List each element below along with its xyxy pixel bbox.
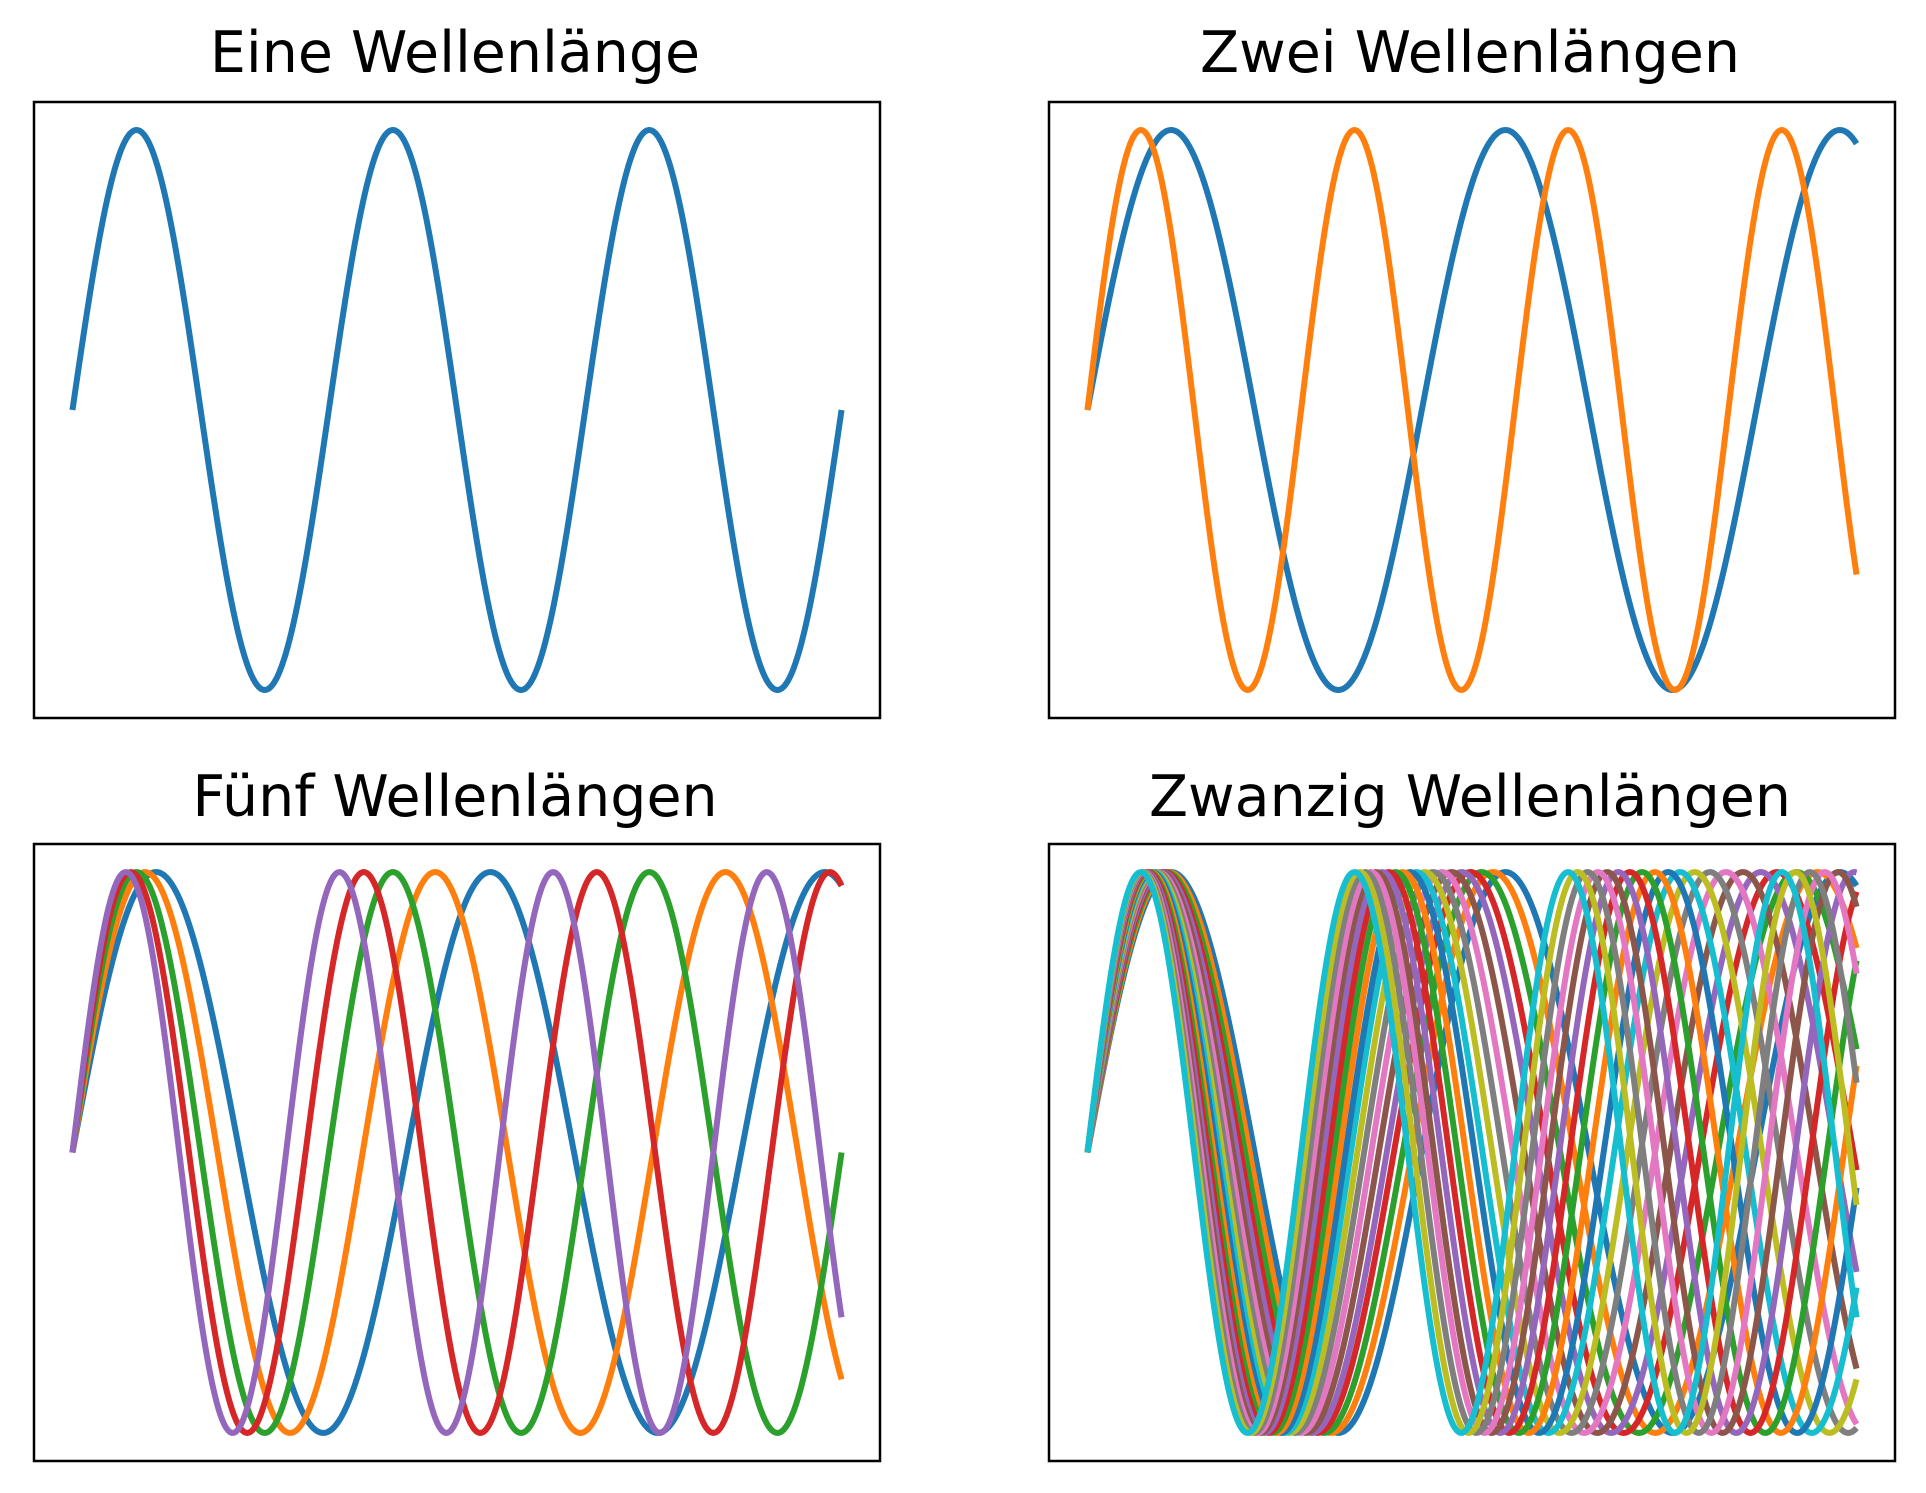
subplot-2-series-line-1 xyxy=(1084,127,1860,693)
subplot-4-series-line-20 xyxy=(1084,869,1860,1436)
subplot-3-series-line-5 xyxy=(69,869,845,1436)
subplot-4-title: Zwanzig Wellenlängen xyxy=(1149,764,1791,830)
subplot-3-plot-area xyxy=(69,869,845,1436)
subplot-2-series-line-2 xyxy=(1084,127,1860,693)
subplot-1: Eine Wellenlänge xyxy=(32,20,882,720)
subplot-3: Fünf Wellenlängen xyxy=(32,764,882,1463)
subplot-3-series-line-4 xyxy=(69,869,845,1436)
subplot-3-series-line-1 xyxy=(69,869,845,1436)
subplot-4-series-line-8 xyxy=(1084,869,1859,1436)
subplot-1-plot-area xyxy=(69,127,845,693)
subplot-4-series-line-9 xyxy=(1084,869,1860,1436)
subplot-4-plot-area xyxy=(1084,869,1860,1436)
subplot-3-series-line-2 xyxy=(69,869,845,1436)
subplot-2-plot-area xyxy=(1084,127,1860,693)
subplot-2-title: Zwei Wellenlängen xyxy=(1200,20,1740,86)
subplot-3-title: Fünf Wellenlängen xyxy=(192,764,717,830)
subplot-1-series-line-1 xyxy=(69,127,845,693)
subplot-2-axes-frame xyxy=(1047,100,1897,720)
subplot-4-series-line-6 xyxy=(1084,869,1860,1436)
subplot-4-series-line-5 xyxy=(1084,869,1860,1436)
subplot-1-title: Eine Wellenlänge xyxy=(210,20,700,86)
subplot-2: Zwei Wellenlängen xyxy=(1047,20,1897,720)
subplot-4-series-line-7 xyxy=(1084,869,1860,1436)
subplot-4: Zwanzig Wellenlängen xyxy=(1047,764,1897,1463)
